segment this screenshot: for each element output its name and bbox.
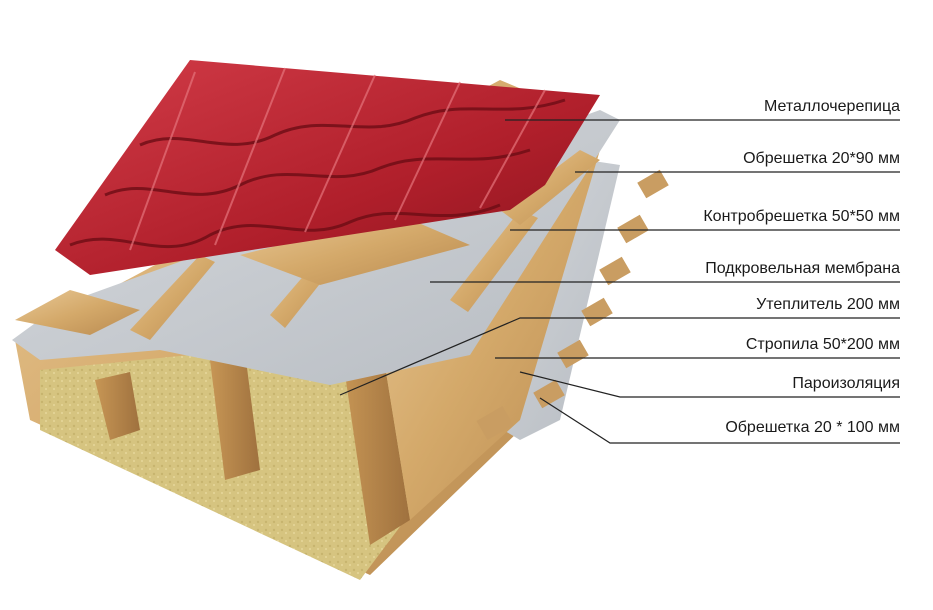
metal-tile-layer [55, 60, 600, 275]
top-battens [15, 150, 600, 335]
leader-lines [339, 119, 900, 444]
label-batten-20x90: Обрешетка 20*90 мм [743, 150, 900, 167]
label-insulation: Утеплитель 200 мм [756, 296, 900, 313]
label-metal-tile: Металлочерепица [763, 98, 900, 115]
batten-ends [476, 169, 669, 441]
label-batten-20x100: Обрешетка 20 * 100 мм [725, 419, 900, 436]
leader-batten-20x100 [539, 397, 900, 444]
label-rafters: Стропила 50*200 мм [745, 336, 900, 353]
leader-vapor-barrier [519, 371, 900, 398]
label-counter-batten: Контробрешетка 50*50 мм [703, 208, 900, 225]
label-vapor-barrier: Пароизоляция [792, 375, 900, 392]
leader-insulation [339, 317, 900, 396]
label-roof-membrane: Подкровельная мембрана [705, 260, 900, 277]
